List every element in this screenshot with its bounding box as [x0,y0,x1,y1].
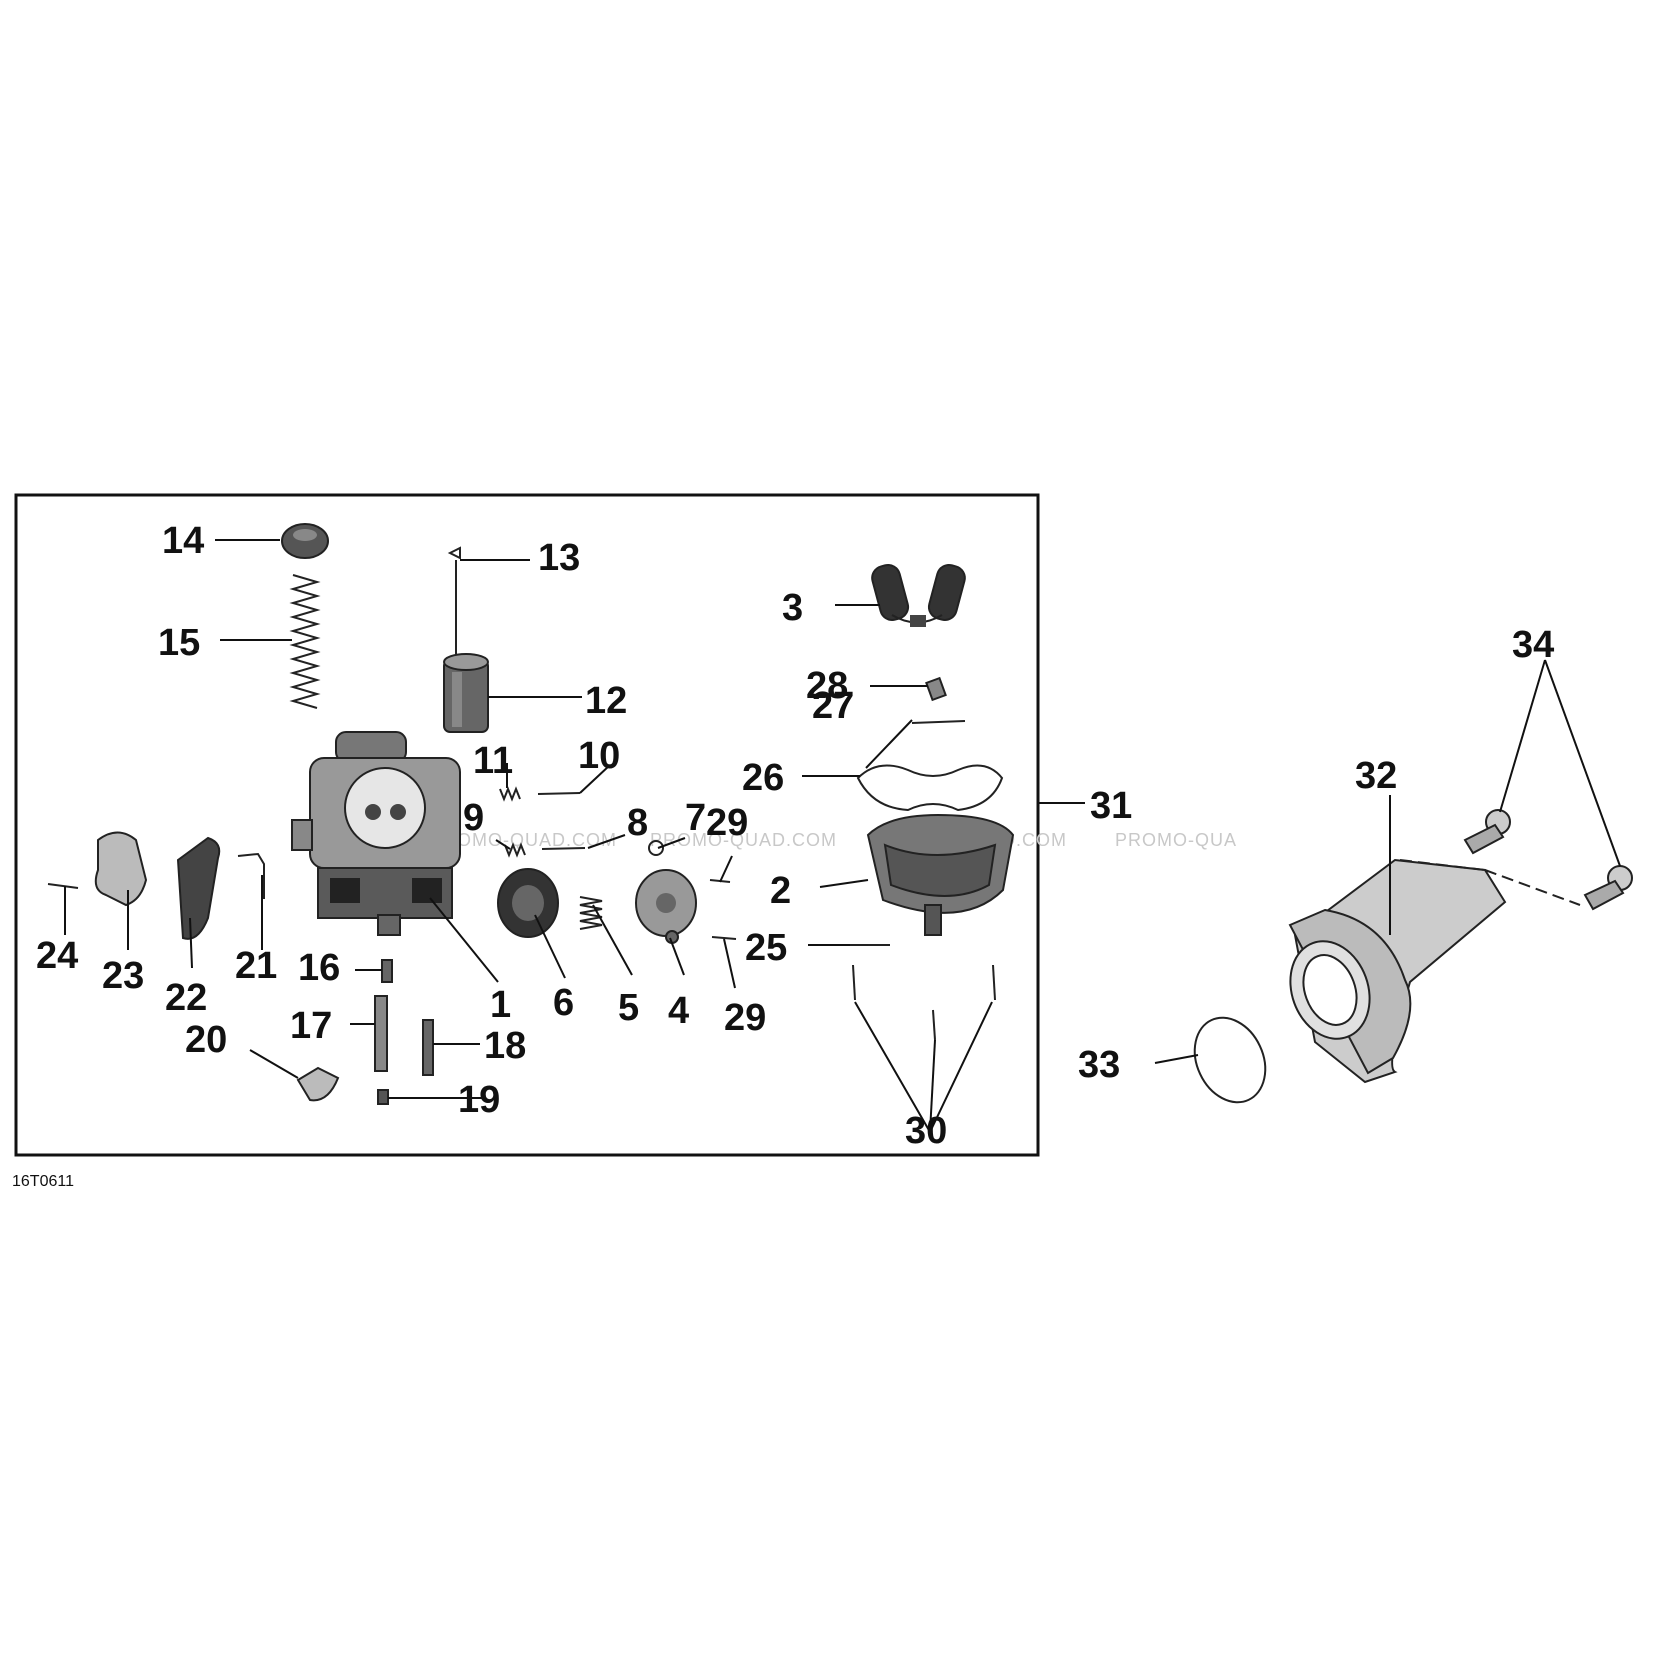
part-screw [47,883,79,889]
part-screw [992,964,996,1001]
part-intake-manifold [1288,858,1581,1084]
callout-24: 24 [36,935,78,977]
watermark: PROMO-QUA [1115,830,1237,850]
callout-33: 33 [1078,1044,1120,1086]
part-slide [443,653,489,733]
callout-32: 32 [1355,755,1397,797]
part-screw [852,964,856,1001]
callout-11: 11 [473,740,513,782]
callout-10: 10 [578,735,620,777]
part-cover [635,869,697,944]
callout-19: 19 [458,1079,500,1121]
part-screw [541,847,586,850]
callout-7: 7 [685,797,706,839]
callout-31: 31 [1090,785,1132,827]
watermark: PROMO-QUAD.COM [430,830,617,850]
part-bolt [1463,809,1511,855]
part-float [871,563,966,627]
part-float-bowl [866,813,1015,936]
callout-15: 15 [158,622,200,664]
callout-27: 27 [812,685,854,727]
part-plug [377,1089,389,1105]
callout-23: 23 [102,955,144,997]
part-small-spring [499,786,521,802]
callout-25: 25 [745,927,787,969]
part-screw [537,792,581,795]
callout-8: 8 [627,802,648,844]
part-spring [289,574,321,709]
part-bolt [1583,865,1633,911]
callout-26: 26 [742,757,784,799]
part-float-pin [911,720,966,724]
part-jet-holder [374,995,388,1072]
callout-3: 3 [782,587,803,629]
callout-20: 20 [185,1019,227,1061]
part-holder [296,1066,340,1102]
callout-22: 22 [165,977,207,1019]
callout-21: 21 [235,945,277,987]
part-screw [711,936,737,940]
part-lever [176,836,221,940]
part-o-ring [1193,1016,1267,1104]
part-bracket [94,831,148,907]
callout-16: 16 [298,947,340,989]
part-cap [281,523,329,559]
callout-17: 17 [290,1005,332,1047]
part-carburetor-body [291,731,461,936]
callout-14: 14 [162,520,204,562]
callout-29: 29 [724,997,766,1039]
callout-12: 12 [585,680,627,722]
callout-1: 1 [490,984,511,1026]
callout-30: 30 [905,1110,947,1152]
callout-5: 5 [618,987,639,1029]
part-jet [381,959,393,983]
callout-13: 13 [538,537,580,579]
callout-9: 9 [463,797,484,839]
part-needle [447,546,461,660]
part-clip [237,852,265,899]
part-o-ring [648,840,664,856]
leader-lines [64,539,1621,1135]
part-pilot-jet [422,1019,434,1076]
callout-34: 34 [1512,624,1554,666]
callout-6: 6 [553,982,574,1024]
callout-2: 2 [770,870,791,912]
part-diaphragm [497,868,559,938]
part-spring [579,896,603,930]
watermark: PROMO-QUAD.COM [650,830,837,850]
figure-id: 16T0611 [12,1173,74,1190]
callout-28: 28 [806,665,848,707]
part-gasket [856,764,1004,812]
assembly-frame [14,493,1040,1157]
callout-29: 29 [706,802,748,844]
callout-18: 18 [484,1025,526,1067]
callout-4: 4 [668,990,689,1032]
part-small-spring [504,842,526,858]
part-screw [932,1009,936,1041]
part-needle-valve [925,676,947,702]
